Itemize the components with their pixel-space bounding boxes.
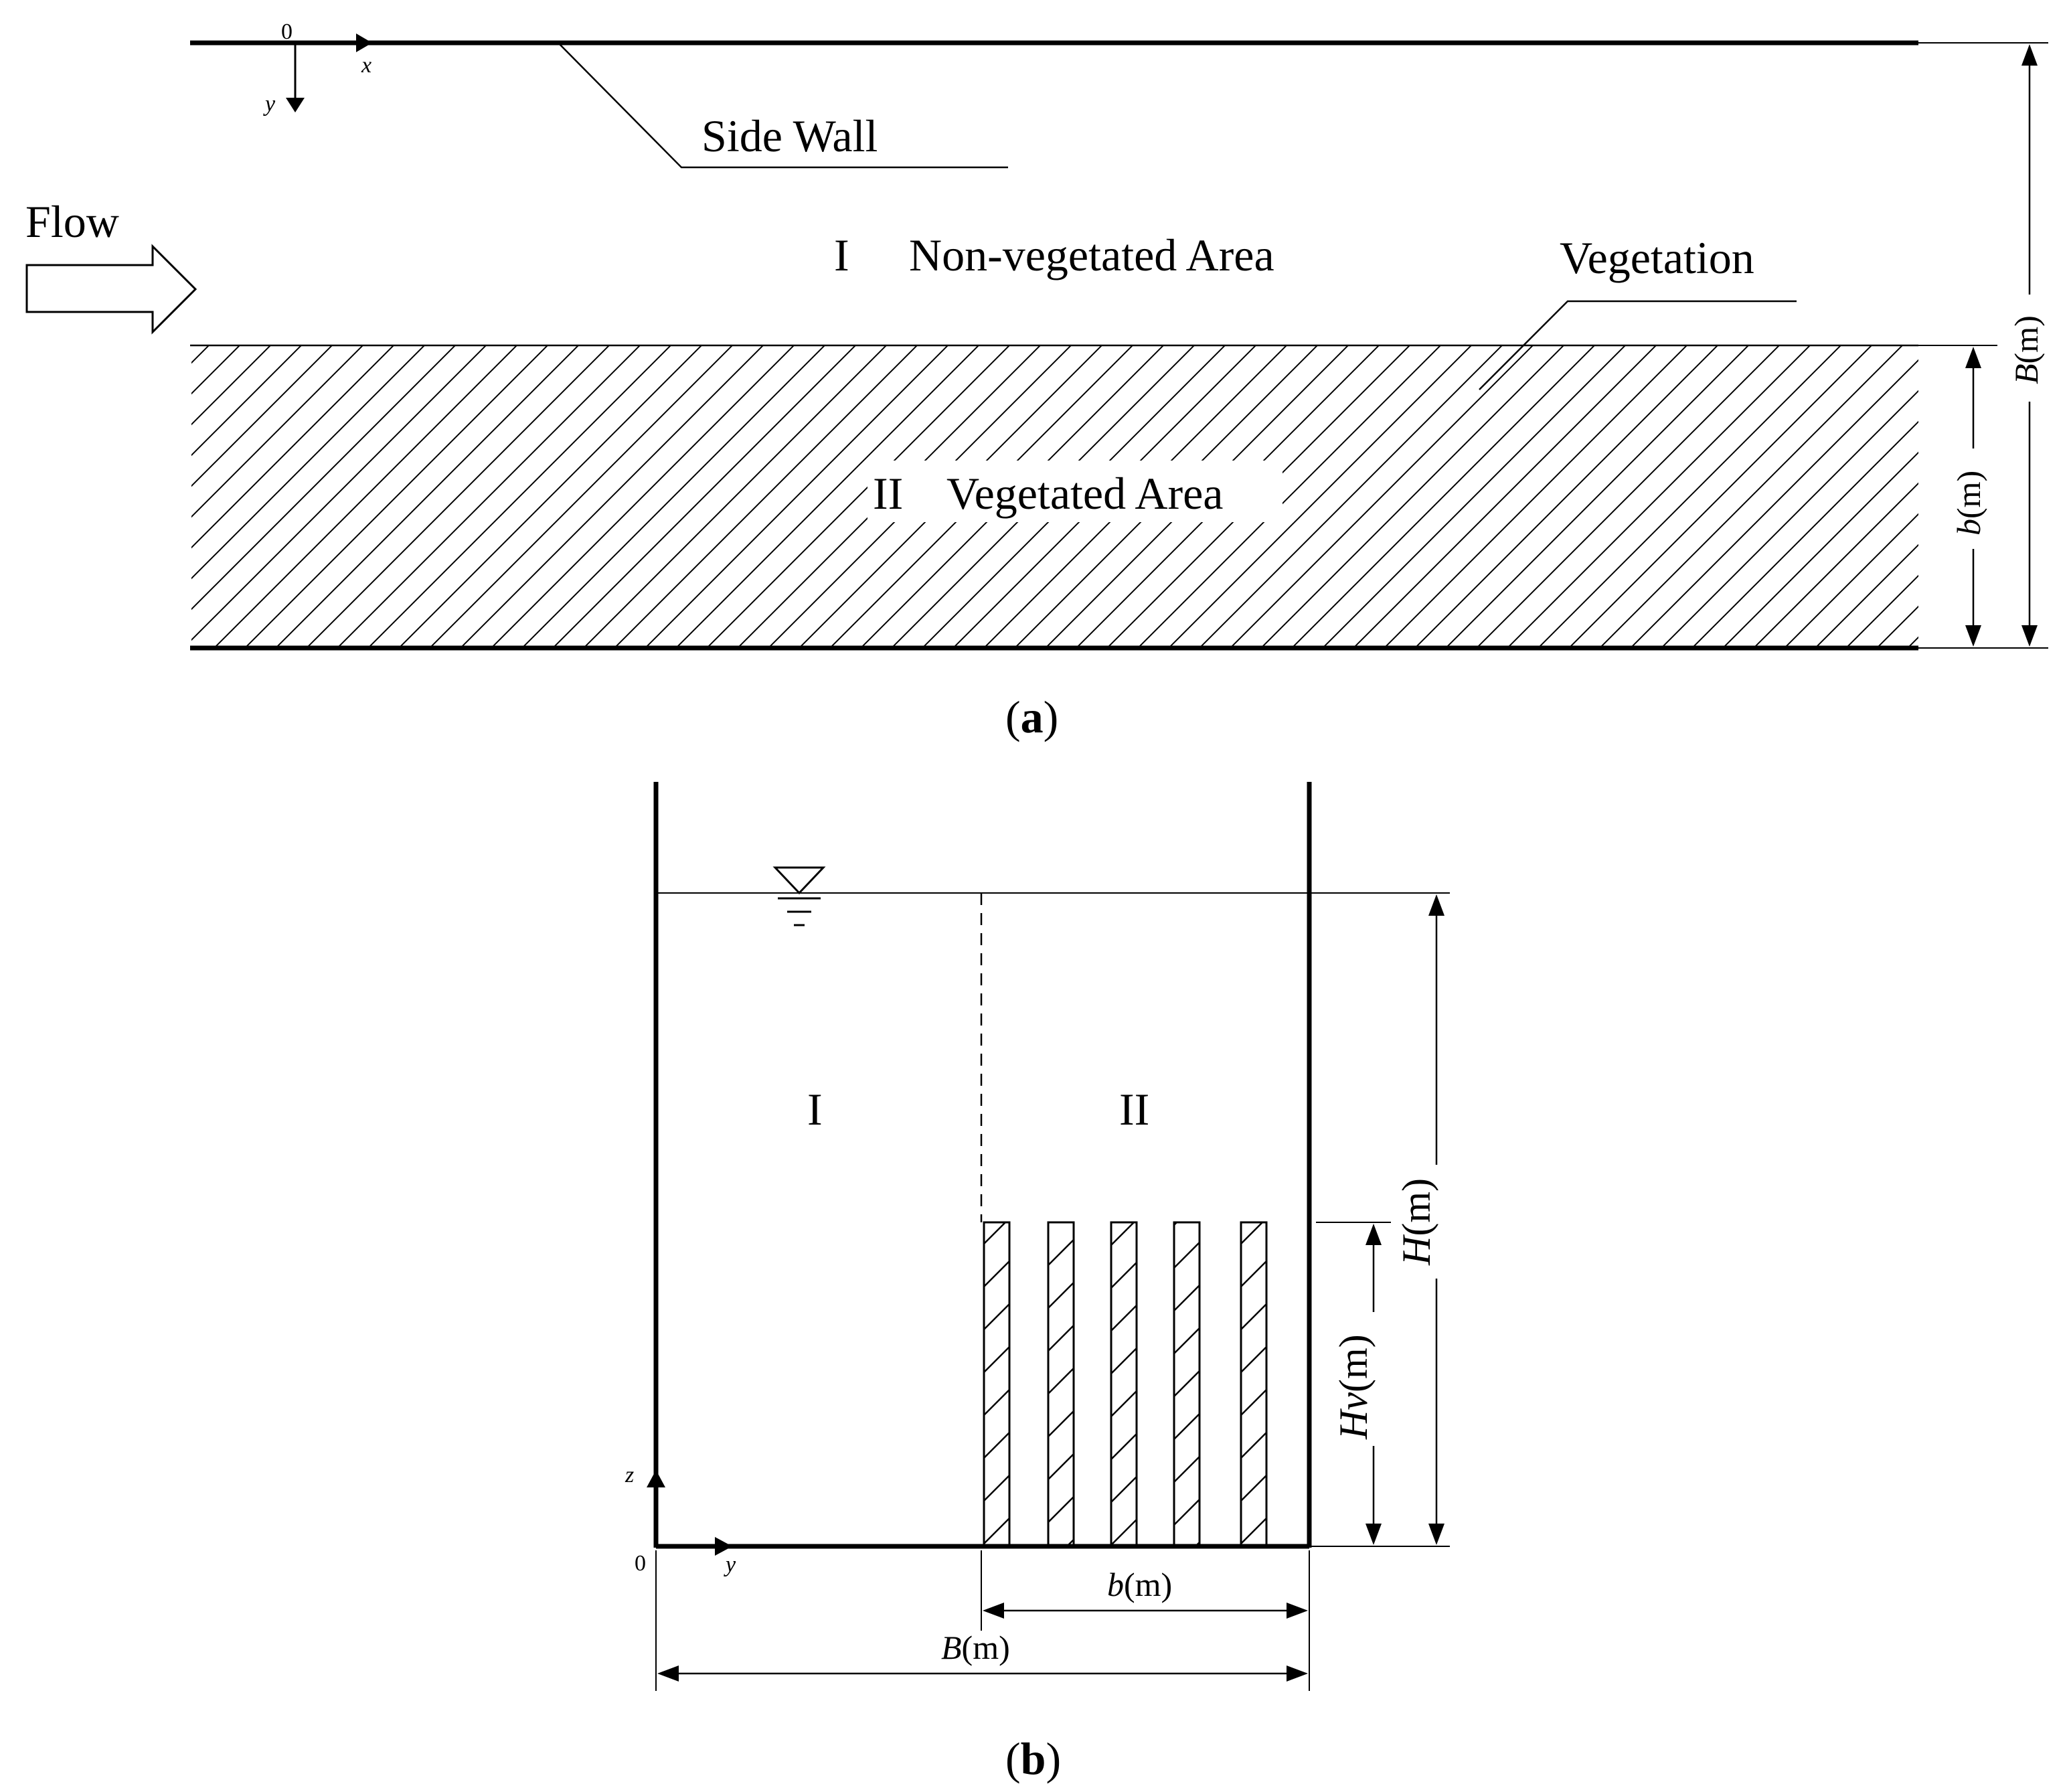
dim-veg-width-arrow-left [983, 1603, 1004, 1619]
y-axis-label-b: y [724, 1552, 736, 1577]
caption-a: (a) [1005, 691, 1058, 742]
region-one-numeral-a: I [834, 230, 849, 280]
dim-depth-label: H(m) [1394, 1178, 1438, 1266]
vegetation-stem [983, 1221, 1011, 1548]
side-wall-label: Side Wall [701, 110, 878, 161]
panel-a: 0 x y Side Wall Flow I Non-vegetated Are… [25, 19, 2060, 742]
vegetation-stem [1173, 1221, 1201, 1548]
dim-depth-label-bg [1398, 1165, 1467, 1279]
dim-total-width-label-b: B(m) [941, 1629, 1010, 1666]
caption-b: (b) [1005, 1733, 1061, 1784]
dim-veg-label-bg [1941, 449, 2004, 549]
vegetation-label-bg [1552, 226, 1806, 287]
panel-b: I II 0 z y H(m) [625, 782, 1467, 1784]
dim-total-arrow-bottom [2021, 625, 2038, 647]
region-two-numeral-b: II [1119, 1084, 1149, 1135]
flow-arrow-icon [25, 244, 197, 335]
origin-label-b: 0 [635, 1551, 646, 1576]
dim-depth-arrow-top [1428, 894, 1444, 916]
dim-veg-width-label-b: b(m) [1107, 1566, 1172, 1603]
region-two-label-bg [867, 461, 1283, 522]
y-axis-arrowhead [286, 98, 305, 112]
z-axis-arrowhead [647, 1470, 665, 1487]
vegetation-label: Vegetation [1560, 232, 1754, 283]
dim-veg-height-label-bg [1328, 1312, 1400, 1446]
dim-veg-height-arrow-bottom [1366, 1524, 1382, 1545]
dim-veg-height-arrow-top [1366, 1224, 1382, 1245]
vegetation-stems [983, 1221, 1268, 1548]
dim-total-label-bg [1997, 295, 2060, 402]
vegetation-stem [1110, 1221, 1138, 1548]
dim-total-width-arrow-right [1287, 1665, 1308, 1682]
y-axis-label-a: y [263, 92, 276, 116]
dim-veg-arrow-top [1965, 347, 1981, 368]
water-level-icon [772, 866, 826, 926]
dim-veg-label: b(m) [1950, 471, 1987, 536]
dim-veg-width-arrow-right [1287, 1603, 1308, 1619]
side-wall-leader [558, 42, 1008, 169]
vegetation-stem [1240, 1221, 1268, 1548]
dim-total-label: B(m) [2007, 315, 2045, 384]
region-one-numeral-b: I [807, 1084, 823, 1135]
vegetation-leader [1479, 300, 1797, 390]
flow-label: Flow [25, 196, 119, 247]
dim-total-width-arrow-left [657, 1665, 679, 1682]
dim-depth-arrow-bottom [1428, 1524, 1444, 1545]
region-two-numeral-a: II [873, 468, 903, 519]
y-axis-arrowhead-b [715, 1537, 732, 1556]
vegetation-stem [1047, 1221, 1075, 1548]
dim-veg-arrow-bottom [1965, 625, 1981, 647]
dim-total-arrow-top [2021, 44, 2038, 66]
z-axis-label: z [625, 1463, 634, 1487]
dim-veg-height-label: Hv(m) [1331, 1334, 1376, 1440]
x-axis-arrowhead [356, 33, 372, 52]
region-two-label: Vegetated Area [946, 468, 1223, 519]
region-one-label: Non-vegetated Area [909, 230, 1274, 280]
origin-label-a: 0 [281, 19, 293, 44]
x-axis-label: x [361, 53, 371, 78]
